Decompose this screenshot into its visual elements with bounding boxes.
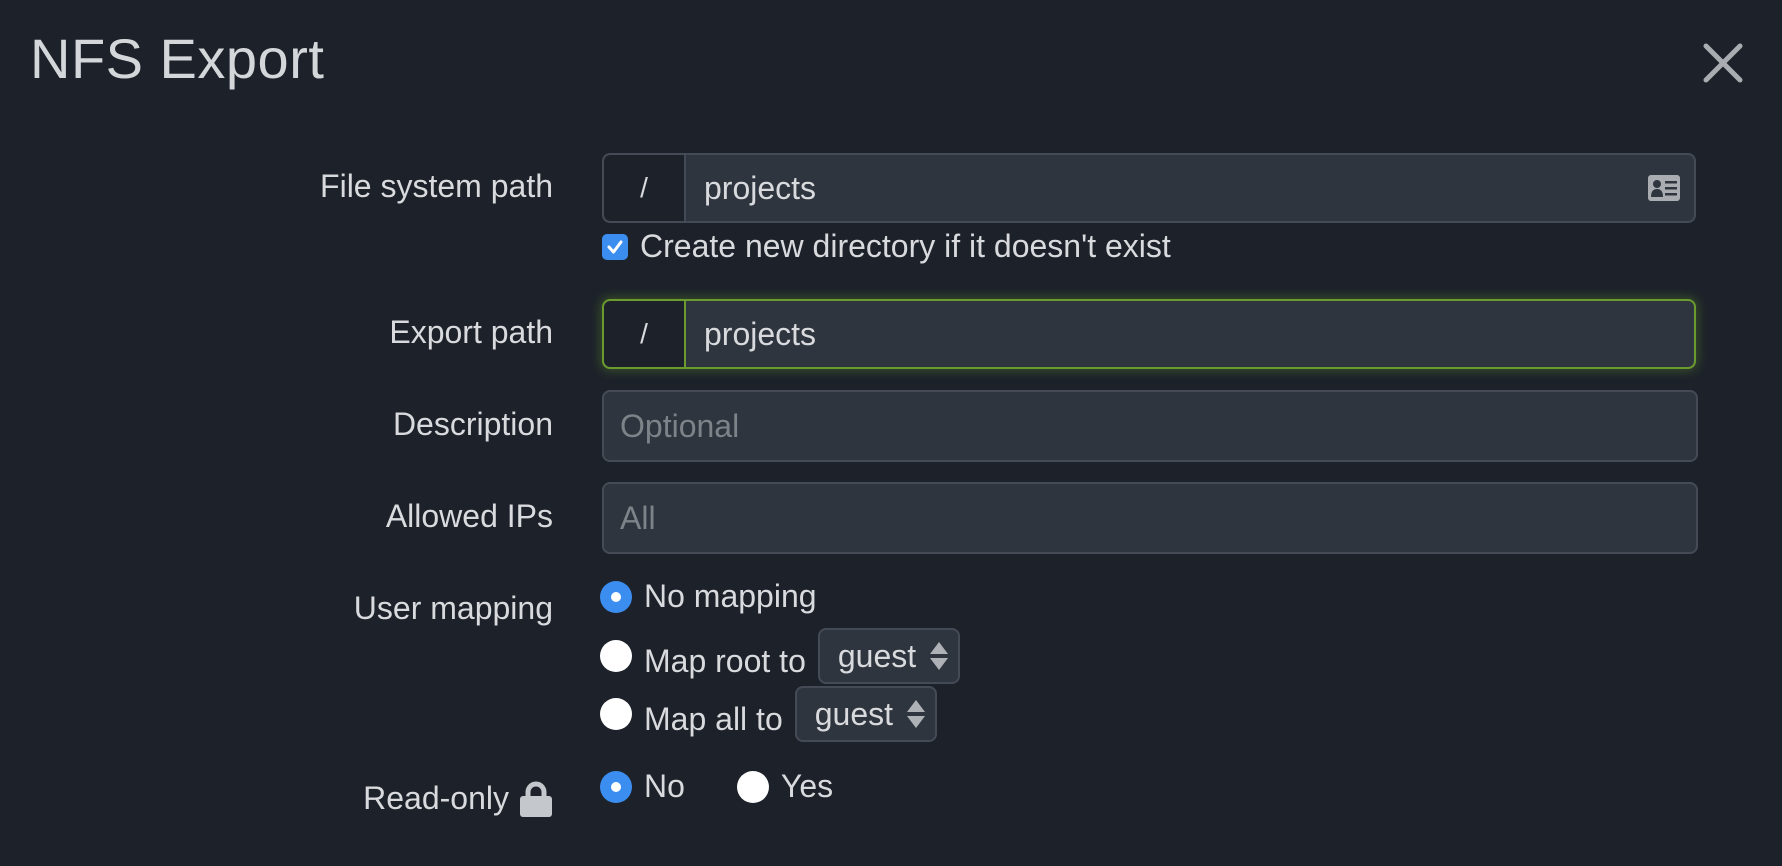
read-only-label-text: Read-only bbox=[363, 780, 509, 816]
checkmark-icon bbox=[607, 240, 623, 253]
allowed-ips-label-text: Allowed IPs bbox=[385, 498, 553, 534]
read-only-options: No Yes bbox=[600, 768, 833, 805]
read-only-no-label: No bbox=[644, 768, 685, 804]
map-all-radio[interactable] bbox=[600, 698, 632, 730]
browse-button[interactable] bbox=[1634, 155, 1694, 221]
fs-path-input[interactable] bbox=[686, 155, 1634, 221]
close-button[interactable] bbox=[1700, 40, 1746, 86]
export-path-input[interactable] bbox=[686, 301, 1694, 367]
create-dir-label: Create new directory if it doesn't exist bbox=[640, 228, 1171, 264]
read-only-yes-radio[interactable] bbox=[736, 770, 769, 803]
no-mapping-label: No mapping bbox=[644, 578, 817, 614]
export-path-label-text: Export path bbox=[389, 314, 553, 350]
fs-path-label-text: File system path bbox=[320, 168, 553, 204]
description-label-text: Description bbox=[392, 406, 553, 442]
updown-arrows-icon bbox=[930, 642, 949, 670]
close-icon bbox=[1703, 43, 1743, 83]
map-all-label: Map all to bbox=[644, 700, 783, 737]
read-only-yes-label: Yes bbox=[780, 768, 834, 804]
user-mapping-label: User mapping bbox=[354, 590, 553, 627]
map-root-label: Map root to bbox=[644, 642, 806, 679]
lock-icon bbox=[520, 781, 552, 817]
map-all-select-value: guest bbox=[814, 695, 894, 732]
fs-path-label: File system path bbox=[320, 168, 553, 205]
allowed-ips-input[interactable] bbox=[602, 482, 1698, 554]
allowed-ips-label: Allowed IPs bbox=[386, 498, 553, 535]
id-card-icon bbox=[1648, 175, 1680, 201]
map-all-select[interactable]: guest bbox=[794, 686, 938, 742]
export-path-group: / bbox=[602, 299, 1696, 369]
map-root-radio[interactable] bbox=[600, 640, 632, 672]
user-mapping-option-none[interactable]: No mapping bbox=[600, 578, 817, 615]
export-path-prefix: / bbox=[604, 301, 686, 367]
description-input[interactable] bbox=[602, 390, 1698, 462]
description-label: Description bbox=[393, 406, 553, 443]
map-root-select[interactable]: guest bbox=[817, 628, 961, 684]
user-mapping-option-all[interactable]: Map all to guest bbox=[600, 686, 938, 742]
read-only-no-radio[interactable] bbox=[600, 770, 632, 803]
dialog-title: NFS Export bbox=[30, 27, 325, 90]
updown-arrows-icon bbox=[907, 700, 926, 728]
export-path-label: Export path bbox=[389, 314, 553, 351]
read-only-label: Read-only bbox=[363, 780, 553, 817]
no-mapping-radio[interactable] bbox=[600, 580, 632, 613]
user-mapping-label-text: User mapping bbox=[353, 590, 553, 626]
fs-path-group: / bbox=[602, 153, 1696, 223]
fs-path-prefix: / bbox=[604, 155, 686, 221]
create-dir-row[interactable]: Create new directory if it doesn't exist bbox=[602, 228, 1171, 265]
user-mapping-option-root[interactable]: Map root to guest bbox=[600, 628, 961, 684]
create-dir-checkbox[interactable] bbox=[602, 233, 628, 260]
map-root-select-value: guest bbox=[837, 637, 917, 674]
